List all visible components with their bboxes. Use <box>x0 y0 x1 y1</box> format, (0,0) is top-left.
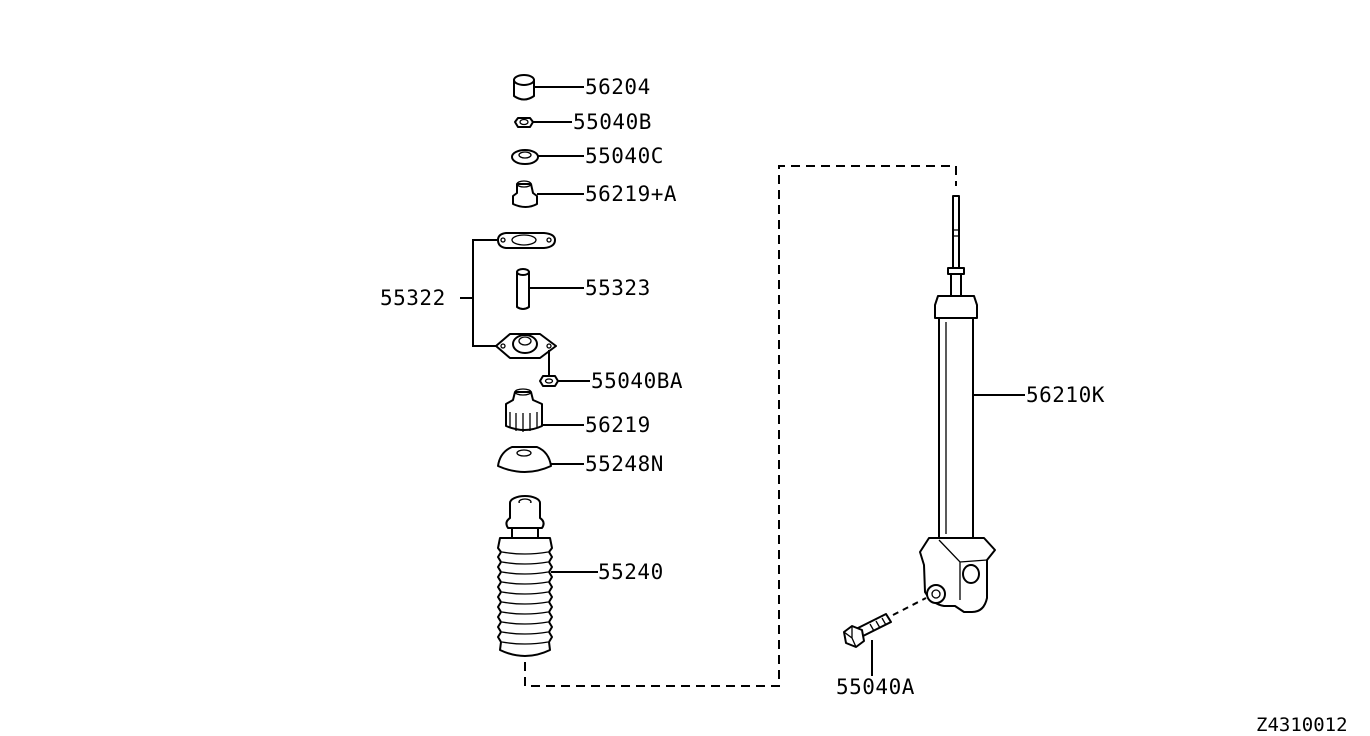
assembly-dashed-line <box>524 165 957 687</box>
part-55040ba-nut <box>539 375 559 387</box>
label-55040ba: 55040BA <box>591 369 683 393</box>
diagram-code: Z4310012 <box>1256 714 1348 736</box>
label-55240: 55240 <box>598 560 664 584</box>
part-55040a-bolt <box>843 613 892 648</box>
bracket-55322 <box>472 239 497 347</box>
part-mount-plate <box>495 333 557 359</box>
label-55040c: 55040C <box>585 144 664 168</box>
label-56219: 56219 <box>585 413 651 437</box>
label-55040a: 55040A <box>836 675 915 699</box>
label-55248n: 55248N <box>585 452 664 476</box>
part-56219-bushing <box>505 388 543 432</box>
label-56210k: 56210K <box>1026 383 1105 407</box>
part-56219a-bushing <box>512 180 538 208</box>
part-56210k-shock-absorber <box>919 195 996 613</box>
part-55040b-nut <box>514 117 534 128</box>
part-56204-cap <box>513 74 535 101</box>
label-56219a: 56219+A <box>585 182 677 206</box>
label-55040b: 55040B <box>573 110 652 134</box>
label-56204: 56204 <box>585 75 651 99</box>
label-55322: 55322 <box>380 286 446 310</box>
part-gasket-plate <box>497 232 556 249</box>
label-55323: 55323 <box>585 276 651 300</box>
part-55248n-seat <box>497 446 552 473</box>
part-55240-bump-stop-boot <box>497 495 553 657</box>
part-55040c-washer <box>511 149 539 165</box>
part-55323-sleeve <box>516 268 530 310</box>
